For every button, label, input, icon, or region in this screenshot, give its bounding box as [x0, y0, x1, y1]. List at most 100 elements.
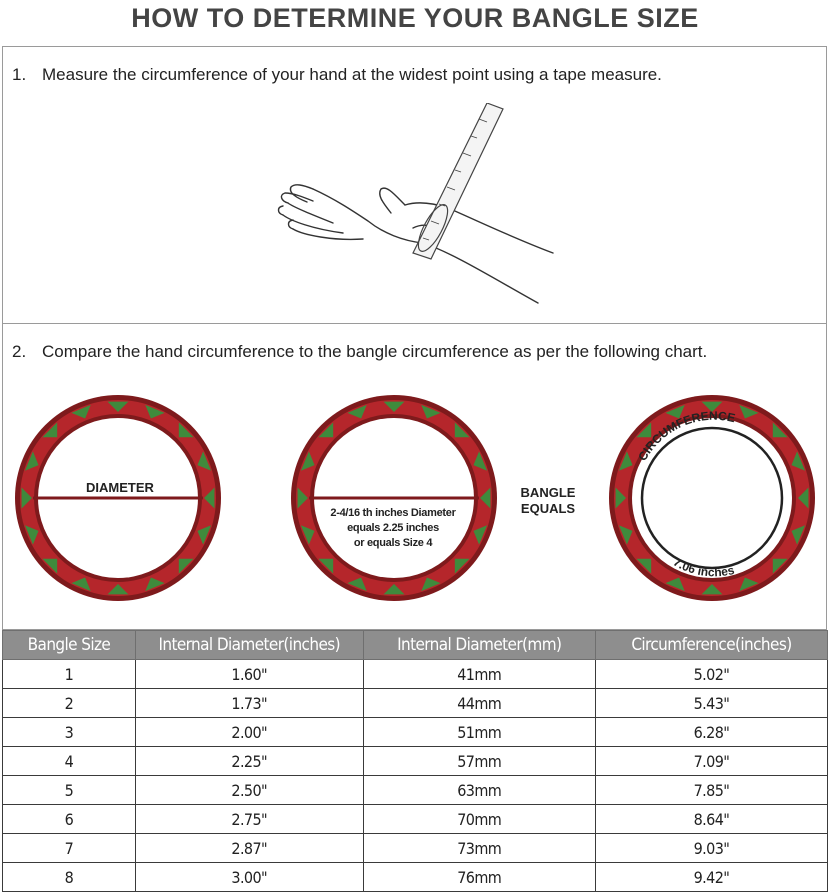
bangle-triangle-motif	[347, 404, 367, 419]
table-cell: 2.00"	[134, 717, 364, 747]
equals-line-1: BANGLE	[520, 485, 576, 500]
table-cell: 1	[2, 659, 136, 689]
equals-line-2: EQUALS	[520, 501, 576, 516]
table-cell: 5.02"	[594, 659, 829, 689]
diameter-label: DIAMETER	[86, 480, 154, 495]
bangle-circumference-diagram: CIRCUMFERENCE 7.06 inches	[609, 395, 815, 601]
table-cell: 2.87"	[134, 833, 364, 863]
table-cell: 7.09"	[594, 746, 829, 776]
bangle-triangle-motif	[24, 451, 39, 471]
table-cell: 1.60"	[134, 659, 364, 689]
bangle-diameter-diagram	[15, 395, 221, 601]
table-cell: 73mm	[362, 833, 596, 863]
table-cell: 41mm	[362, 659, 596, 689]
bangle-triangle-motif	[615, 487, 626, 509]
bangle-triangle-motif	[421, 577, 441, 592]
table-cell: 6	[2, 804, 136, 834]
table-cell: 70mm	[362, 804, 596, 834]
step-2-instruction: Compare the hand circumference to the ba…	[42, 342, 708, 361]
table-cell: 7	[2, 833, 136, 863]
table-cell: 5.43"	[594, 688, 829, 718]
step-1-panel: 1. Measure the circumference of your hand…	[2, 46, 827, 324]
table-cell: 1.73"	[134, 688, 364, 718]
table-cell: 4	[2, 746, 136, 776]
header-circumference: Circumference(inches)	[594, 630, 829, 660]
bangle-triangle-motif	[618, 451, 633, 471]
bangle-triangle-motif	[107, 584, 129, 595]
bangle-triangle-motif	[145, 404, 165, 419]
bangle-triangle-motif	[701, 584, 723, 595]
example-line-1: 2-4/16 th inches Diameter	[330, 507, 456, 519]
bangle-triangle-motif	[197, 525, 212, 545]
bangle-triangle-motif	[480, 487, 491, 509]
header-diameter-mm: Internal Diameter(mm)	[362, 630, 596, 660]
table-cell: 3.00"	[134, 862, 364, 892]
bangle-triangle-motif	[300, 525, 315, 545]
table-cell: 8	[2, 862, 136, 892]
table-cell: 9.03"	[594, 833, 829, 863]
step-1-text: 1. Measure the circumference of your hand…	[12, 65, 662, 85]
bangle-triangle-motif	[145, 577, 165, 592]
bangle-triangle-motif	[71, 577, 91, 592]
bangle-triangle-motif	[473, 525, 488, 545]
bangle-triangle-motif	[791, 451, 806, 471]
table-cell: 3	[2, 717, 136, 747]
bangle-triangle-motif	[300, 451, 315, 471]
table-header-row: Bangle Size Internal Diameter(inches) In…	[2, 630, 829, 660]
step-1-number: 1.	[12, 65, 27, 84]
table-cell: 2	[2, 688, 136, 718]
bangle-equals-label: BANGLE EQUALS	[508, 485, 588, 517]
table-cell: 63mm	[362, 775, 596, 805]
step-2-text: 2. Compare the hand circumference to the …	[12, 342, 707, 362]
header-diameter-inches: Internal Diameter(inches)	[134, 630, 364, 660]
table-cell: 2.25"	[134, 746, 364, 776]
bangle-triangle-motif	[791, 525, 806, 545]
bangle-triangle-motif	[798, 487, 809, 509]
bangle-triangle-motif	[24, 525, 39, 545]
bangle-triangle-motif	[665, 577, 685, 592]
step-1-instruction: Measure the circumference of your hand a…	[42, 65, 662, 84]
bangle-triangle-motif	[739, 404, 759, 419]
bangle-triangle-motif	[197, 451, 212, 471]
bangle-triangle-motif	[21, 487, 32, 509]
page-title: HOW TO DETERMINE YOUR BANGLE SIZE	[131, 3, 699, 33]
bangle-triangle-motif	[739, 577, 759, 592]
bangle-triangle-motif	[421, 404, 441, 419]
step-2-panel: 2. Compare the hand circumference to the …	[2, 324, 827, 630]
table-cell: 8.64"	[594, 804, 829, 834]
bangle-triangle-motif	[297, 487, 308, 509]
bangle-triangle-motif	[454, 422, 470, 438]
example-line-2: equals 2.25 inches	[347, 522, 439, 534]
bangle-triangle-motif	[618, 525, 633, 545]
diameter-example-text: 2-4/16 th inches Diameter equals 2.25 in…	[308, 506, 478, 551]
bangle-triangle-motif	[665, 404, 685, 419]
step-2-number: 2.	[12, 342, 27, 361]
bangle-triangle-motif	[347, 577, 367, 592]
bangle-triangle-motif	[71, 404, 91, 419]
table-cell: 5	[2, 775, 136, 805]
table-cell: 2.50"	[134, 775, 364, 805]
bangle-size-table: Bangle Size Internal Diameter(inches) In…	[2, 630, 829, 892]
table-cell: 76mm	[362, 862, 596, 892]
table-cell: 51mm	[362, 717, 596, 747]
table-cell: 44mm	[362, 688, 596, 718]
bangle-triangle-motif	[204, 487, 215, 509]
bangle-triangle-motif	[473, 451, 488, 471]
bangle-example-diagram	[291, 395, 497, 601]
table-cell: 57mm	[362, 746, 596, 776]
header-bangle-size: Bangle Size	[2, 630, 136, 660]
bangle-triangle-motif	[107, 401, 129, 412]
bangle-triangle-motif	[318, 422, 334, 438]
example-line-3: or equals Size 4	[353, 537, 433, 549]
table-cell: 2.75"	[134, 804, 364, 834]
bangle-triangle-motif	[383, 584, 405, 595]
bangle-triangle-motif	[701, 401, 723, 412]
